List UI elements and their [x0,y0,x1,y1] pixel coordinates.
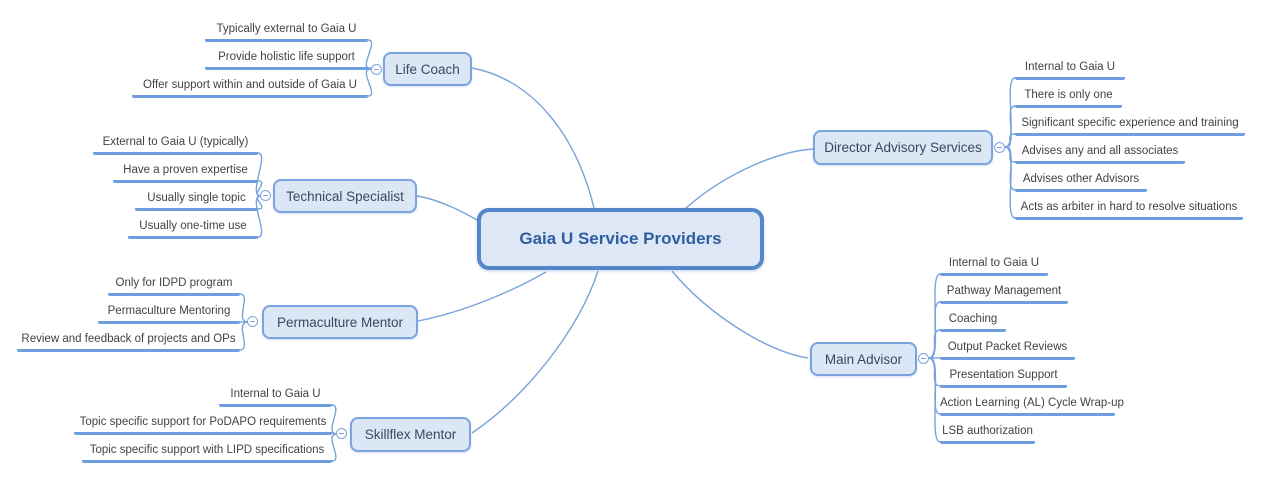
topic-node-permaculture-mentor[interactable]: Permaculture Mentor [262,305,418,339]
branch-curve [416,195,480,222]
topic-node-life-coach[interactable]: Life Coach [383,52,472,86]
branch-curve [239,321,249,351]
subtopic-node[interactable]: External to Gaia U (typically) [93,135,258,155]
minus-icon [374,68,379,71]
branch-curve [417,271,547,322]
branch-curve [671,270,809,359]
subtopic-node[interactable]: Internal to Gaia U [940,256,1048,276]
subtopic-node[interactable]: Coaching [940,312,1006,332]
minus-icon [339,432,344,435]
subtopic-node[interactable]: Internal to Gaia U [219,387,332,407]
minus-icon [263,194,268,197]
minus-icon [921,357,926,360]
subtopic-node[interactable]: Significant specific experience and trai… [1015,116,1245,136]
branch-curve [331,433,338,462]
subtopic-node[interactable]: Output Packet Reviews [940,340,1075,360]
branch-curve [471,270,599,434]
subtopic-node[interactable]: Topic specific support with LIPD specifi… [82,443,332,463]
branch-curve [471,67,595,209]
branch-curve [239,293,249,323]
subtopic-node[interactable]: Action Learning (AL) Cycle Wrap-up [940,396,1124,416]
subtopic-node[interactable]: Advises other Advisors [1015,172,1147,192]
branch-curve [928,357,941,443]
branch-curve [365,68,373,97]
subtopic-node[interactable]: Internal to Gaia U [1015,60,1125,80]
collapse-toggle[interactable] [260,190,271,201]
subtopic-node[interactable]: Usually single topic [135,191,258,211]
subtopic-node[interactable]: Permaculture Mentoring [98,304,240,324]
topic-node-skillflex-mentor[interactable]: Skillflex Mentor [350,417,471,452]
subtopic-node[interactable]: Have a proven expertise [113,163,258,183]
branch-curve [1004,133,1016,148]
subtopic-node[interactable]: Acts as arbiter in hard to resolve situa… [1015,200,1243,220]
subtopic-node[interactable]: Topic specific support for PoDAPO requir… [74,415,332,435]
subtopic-node[interactable]: There is only one [1015,88,1122,108]
topic-node-director-advisory-services[interactable]: Director Advisory Services [813,130,993,165]
branch-curve [255,195,263,238]
subtopic-node[interactable]: Typically external to Gaia U [205,22,368,42]
branch-curve [1004,146,1016,219]
subtopic-node[interactable]: LSB authorization [940,424,1035,444]
minus-icon [250,320,255,323]
subtopic-node[interactable]: Advises any and all associates [1015,144,1185,164]
topic-node-technical-specialist[interactable]: Technical Specialist [273,179,417,213]
collapse-toggle[interactable] [994,142,1005,153]
topic-node-main-advisor[interactable]: Main Advisor [810,342,917,376]
collapse-toggle[interactable] [918,353,929,364]
collapse-toggle[interactable] [247,316,258,327]
branch-curve [684,148,814,210]
collapse-toggle[interactable] [336,428,347,439]
subtopic-node[interactable]: Only for IDPD program [108,276,240,296]
subtopic-node[interactable]: Review and feedback of projects and OPs [17,332,240,352]
subtopic-node[interactable]: Pathway Management [940,284,1068,304]
collapse-toggle[interactable] [371,64,382,75]
minus-icon [997,146,1002,149]
subtopic-node[interactable]: Presentation Support [940,368,1067,388]
subtopic-node[interactable]: Provide holistic life support [205,50,368,70]
subtopic-node[interactable]: Offer support within and outside of Gaia… [132,78,368,98]
central-topic-node[interactable]: Gaia U Service Providers [477,208,764,270]
subtopic-node[interactable]: Usually one-time use [128,219,258,239]
branch-curve [928,329,941,359]
